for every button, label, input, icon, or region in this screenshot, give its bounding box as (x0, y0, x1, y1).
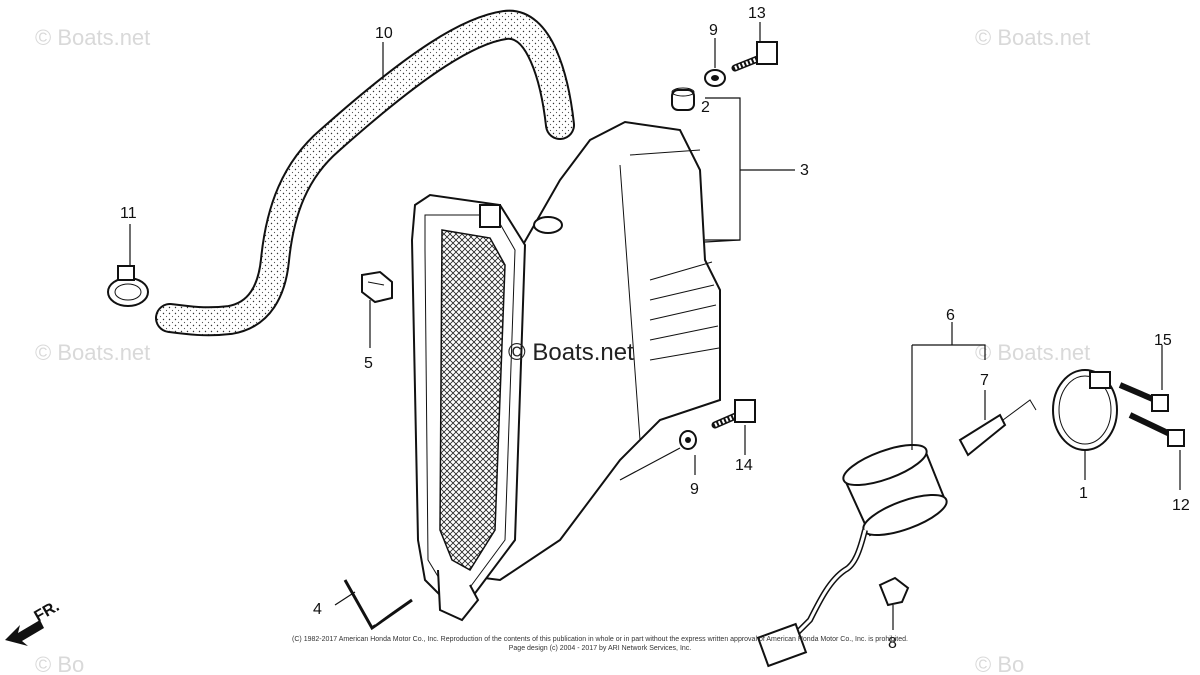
callout-7: 7 (980, 372, 989, 389)
clip-part-5 (361, 270, 393, 304)
callout-9-mid: 9 (690, 481, 699, 498)
sensor-part-7 (958, 399, 1037, 457)
bolt-part-15 (1118, 382, 1169, 412)
watermark-top-right: © Boats.net (975, 25, 1090, 50)
callout-12: 12 (1172, 497, 1190, 514)
watermark-top-left: © Boats.net (35, 25, 150, 50)
bolt-part-14 (711, 399, 756, 429)
hose-part-10 (155, 9, 575, 337)
canister-part-6 (756, 444, 948, 668)
callout-1: 1 (1079, 485, 1088, 502)
callout-5: 5 (364, 355, 373, 372)
leader-lines (129, 22, 1181, 630)
callout-10: 10 (375, 25, 393, 42)
watermark-mid-left: © Boats.net (35, 340, 150, 365)
callout-14: 14 (735, 457, 753, 474)
wire-clip-part-4 (343, 577, 413, 631)
callout-6: 6 (946, 307, 955, 324)
clamp-part-8 (878, 576, 910, 607)
direction-label: FR. (32, 598, 63, 626)
watermark-center: © Boats.net (508, 339, 634, 366)
copyright-line-2: Page design (c) 2004 - 2017 by ARI Netwo… (509, 645, 692, 652)
watermark-bottom-left: © Bo (35, 652, 84, 675)
copyright-line-1: (C) 1982-2017 American Honda Motor Co., … (292, 636, 908, 643)
front-arrow-icon (5, 620, 44, 646)
callout-15: 15 (1154, 332, 1172, 349)
air-cleaner-housing (410, 120, 721, 622)
callout-13: 13 (748, 5, 766, 22)
bolt-part-13 (731, 41, 778, 72)
band-clamp-part-1 (1052, 369, 1118, 451)
callout-3: 3 (800, 162, 809, 179)
watermark-bottom-right: © Bo (975, 652, 1024, 675)
clamp-part-11 (107, 265, 149, 307)
callout-11: 11 (120, 205, 137, 222)
watermark-mid-right: © Boats.net (975, 340, 1090, 365)
bolt-part-12 (1128, 412, 1185, 447)
callout-9-top: 9 (709, 22, 718, 39)
callout-4: 4 (313, 601, 322, 618)
grommet-part-2 (671, 87, 695, 111)
callout-8: 8 (888, 635, 897, 652)
washer-part-9-top (704, 69, 726, 87)
callout-2: 2 (701, 99, 710, 116)
washer-part-9-mid (679, 430, 697, 450)
